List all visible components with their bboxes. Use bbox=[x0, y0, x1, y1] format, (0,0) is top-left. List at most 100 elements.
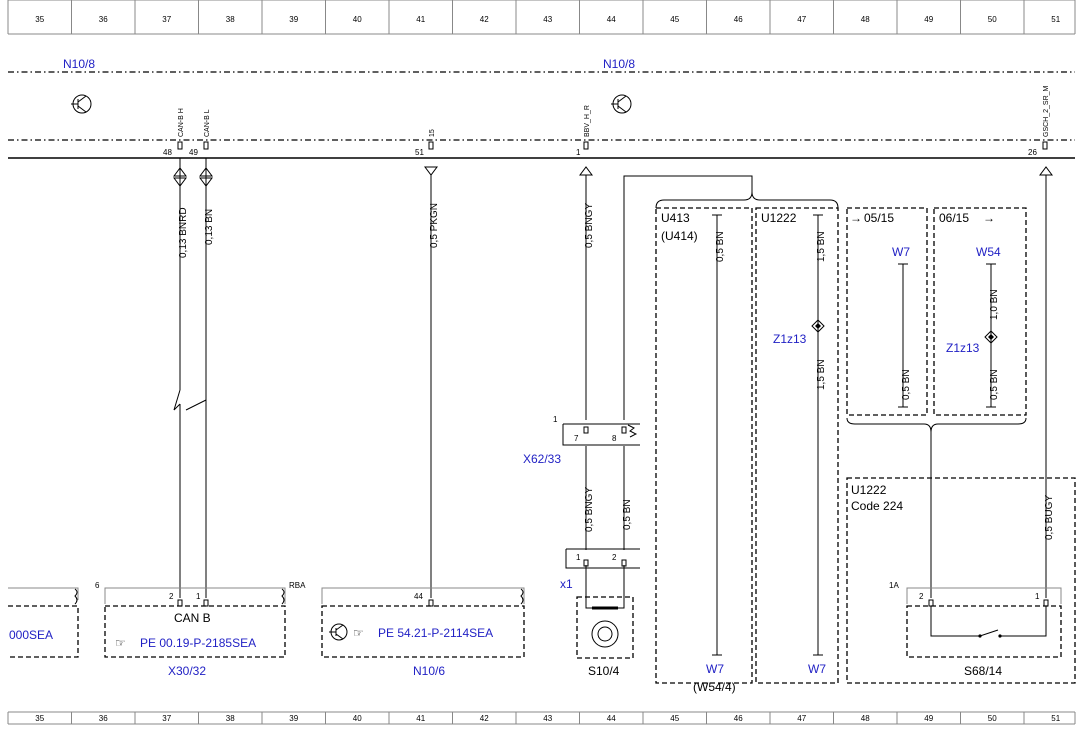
ruler-column-label: 42 bbox=[480, 15, 489, 24]
variant-label-0515: 05/15 bbox=[864, 211, 894, 225]
n10-6-pin-44: 44 bbox=[414, 592, 423, 601]
x62-pin-1: 1 bbox=[553, 415, 558, 424]
variant-brace bbox=[655, 191, 839, 209]
ref-z1z13-b[interactable]: Z1z13 bbox=[946, 341, 980, 355]
wire-label-w1: 0,13 BNRD bbox=[178, 207, 189, 258]
wire-label-w2: 0,13 BN bbox=[204, 209, 215, 245]
ruler-column-label: 35 bbox=[35, 15, 44, 24]
connector-label-x62[interactable]: X62/33 bbox=[523, 452, 561, 466]
x1-pin-1: 1 bbox=[576, 553, 581, 562]
wire-label-u1222-1: 1,5 BN bbox=[816, 231, 827, 262]
ruler-column-label: 48 bbox=[861, 15, 870, 24]
transistor-icon bbox=[611, 94, 632, 114]
variant-box-u1222 bbox=[755, 207, 839, 684]
variant-label-u1222: U1222 bbox=[761, 211, 797, 225]
ruler-column-label: 39 bbox=[289, 714, 298, 723]
pin-marks bbox=[177, 141, 1048, 150]
ref-w7-a[interactable]: W7 bbox=[892, 245, 910, 259]
variant-label-code224: Code 224 bbox=[851, 499, 903, 513]
manual-icon: ☞ bbox=[353, 626, 364, 640]
ruler-column-label: 45 bbox=[670, 15, 679, 24]
s68-pin-2: 2 bbox=[919, 592, 924, 601]
transistor-icon bbox=[329, 623, 348, 641]
bidirectional-arrow-icon bbox=[173, 158, 187, 188]
ruler-column-label: 44 bbox=[607, 714, 616, 723]
variant-box-code224 bbox=[846, 477, 1076, 684]
pin-signal-can-b-l: CAN-B L bbox=[204, 109, 211, 137]
wire-label-w6: 0,5 BN bbox=[622, 499, 633, 530]
s68-pin-1: 1 bbox=[1035, 592, 1040, 601]
wire-label-0615-1: 1,0 BN bbox=[989, 289, 1000, 320]
output-arrow-icon bbox=[579, 166, 593, 176]
ruler-column-label: 37 bbox=[162, 714, 171, 723]
wire-u413 bbox=[712, 214, 722, 656]
x30-marker: 6 bbox=[95, 581, 100, 590]
wires bbox=[173, 175, 1047, 598]
wire-0515 bbox=[898, 263, 908, 408]
ref-w7-u1222[interactable]: W7 bbox=[808, 662, 826, 676]
variant-label-u414: (U414) bbox=[661, 229, 698, 243]
ruler-column-label: 50 bbox=[988, 15, 997, 24]
pin-num-51: 51 bbox=[415, 148, 424, 157]
ruler-column-label: 40 bbox=[353, 714, 362, 723]
x1-pin-2: 2 bbox=[612, 553, 617, 562]
ruler-column-label: 43 bbox=[543, 714, 552, 723]
pin-signal-bbv: BBV_H_R bbox=[584, 105, 591, 137]
wire-label-w7: 0,5 BUGY bbox=[1044, 495, 1055, 540]
component-label-s10-4: S10/4 bbox=[588, 664, 620, 678]
variant-box-u413 bbox=[655, 207, 753, 684]
ruler-column-label: 39 bbox=[289, 15, 298, 24]
rba-label: RBA bbox=[289, 581, 306, 590]
wire-label-w4: 0,5 BNGY bbox=[584, 203, 595, 248]
ruler-column-label: 38 bbox=[226, 15, 235, 24]
ref-z1z13-a[interactable]: Z1z13 bbox=[773, 332, 807, 346]
variant-label-0615: 06/15 bbox=[939, 211, 969, 225]
variant-arrow-0615: → bbox=[983, 211, 995, 225]
component-n10-6 bbox=[321, 587, 525, 658]
ref-w54-4: (W54/4) bbox=[693, 680, 736, 694]
ruler-column-label: 47 bbox=[797, 15, 806, 24]
component-left-truncated bbox=[8, 587, 79, 658]
component-label-n10-6[interactable]: N10/6 bbox=[413, 664, 445, 678]
ruler-column-label: 51 bbox=[1051, 714, 1060, 723]
ruler-column-label: 49 bbox=[924, 714, 933, 723]
x30-doc-ref[interactable]: PE 00.19-P-2185SEA bbox=[140, 636, 256, 650]
ruler-column-label: 43 bbox=[543, 15, 552, 24]
ruler-column-label: 41 bbox=[416, 15, 425, 24]
wire-label-u1222-2: 1,5 BN bbox=[816, 359, 827, 390]
ruler-column-label: 46 bbox=[734, 714, 743, 723]
transistor-icon bbox=[71, 94, 92, 114]
ref-w7-u413[interactable]: W7 bbox=[706, 662, 724, 676]
component-ref-left[interactable]: 000SEA bbox=[9, 628, 53, 642]
ruler-column-label: 37 bbox=[162, 15, 171, 24]
ruler-column-label: 42 bbox=[480, 714, 489, 723]
connector-label-x1[interactable]: x1 bbox=[560, 577, 573, 591]
ruler-column-label: 51 bbox=[1051, 15, 1060, 24]
variant-arrow-0515: → bbox=[850, 211, 862, 225]
pin-signal-15: 15 bbox=[429, 129, 436, 137]
ruler-column-label: 40 bbox=[353, 15, 362, 24]
ruler-column-label: 41 bbox=[416, 714, 425, 723]
ref-w54[interactable]: W54 bbox=[976, 245, 1001, 259]
s68-marker: 1A bbox=[889, 581, 899, 590]
n10-6-doc-ref[interactable]: PE 54.21-P-2114SEA bbox=[378, 626, 493, 640]
ruler-column-label: 35 bbox=[35, 714, 44, 723]
connector-x1 bbox=[565, 548, 640, 569]
module-title-left[interactable]: N10/8 bbox=[63, 57, 95, 71]
wire-label-w3: 0,5 PKGN bbox=[429, 203, 440, 248]
manual-icon: ☞ bbox=[115, 636, 126, 650]
component-label-x30[interactable]: X30/32 bbox=[168, 664, 206, 678]
variant-label-u413: U413 bbox=[661, 211, 690, 225]
ruler-column-label: 36 bbox=[99, 714, 108, 723]
wire-label-w5: 0,5 BNGY bbox=[584, 487, 595, 532]
ruler-column-label: 36 bbox=[99, 15, 108, 24]
component-x30-32 bbox=[104, 587, 286, 658]
ruler-column-label: 49 bbox=[924, 15, 933, 24]
ruler-column-label: 44 bbox=[607, 15, 616, 24]
output-arrow-icon bbox=[1039, 166, 1053, 176]
pin-signal-can-b-h: CAN-B H bbox=[178, 108, 185, 137]
module-title-right[interactable]: N10/8 bbox=[603, 57, 635, 71]
